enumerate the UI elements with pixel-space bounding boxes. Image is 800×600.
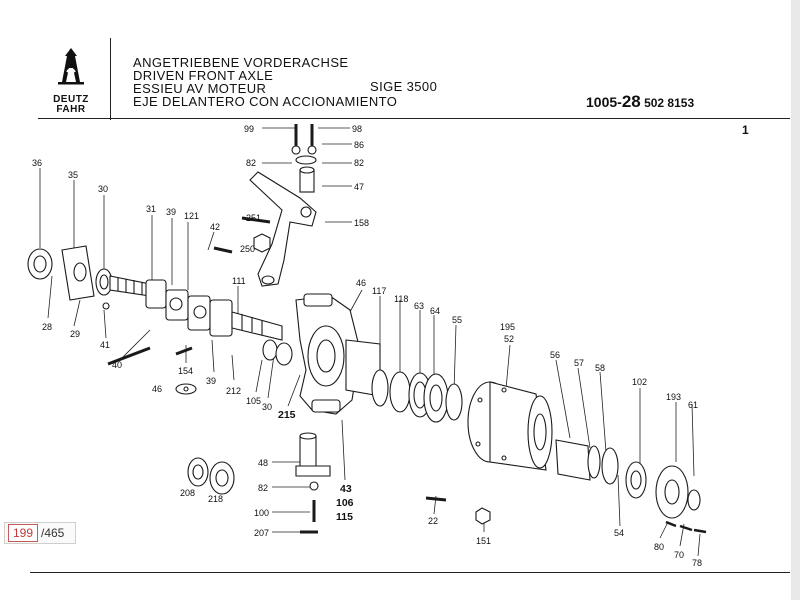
- callout-80: 80: [654, 542, 664, 552]
- callout-207: 207: [254, 528, 269, 538]
- callout-151: 151: [476, 536, 491, 546]
- callout-31: 31: [146, 204, 156, 214]
- callout-40: 40: [112, 360, 122, 370]
- callout-212: 212: [226, 386, 241, 396]
- callout-28: 28: [42, 322, 52, 332]
- callout-30: 30: [262, 402, 272, 412]
- callout-117: 117: [372, 286, 386, 296]
- callout-98: 98: [352, 124, 362, 134]
- title-spanish: EJE DELANTERO CON ACCIONAMIENTO: [133, 94, 398, 109]
- callout-57: 57: [574, 358, 584, 368]
- callout-55: 55: [452, 315, 462, 325]
- callout-48: 48: [258, 458, 268, 468]
- callout-61: 61: [688, 400, 698, 410]
- callout-99: 99: [244, 124, 254, 134]
- callout-115: 115: [336, 511, 353, 523]
- sheet-number: 1: [742, 123, 749, 137]
- callout-39: 39: [206, 376, 216, 386]
- title-german: ANGETRIEBENE VORDERACHSE: [133, 55, 349, 70]
- callout-42: 42: [210, 222, 220, 232]
- callout-100: 100: [254, 508, 269, 518]
- callout-106: 106: [336, 497, 354, 509]
- header-divider-vertical: [110, 38, 111, 120]
- callout-195: 195: [500, 322, 515, 332]
- callout-52: 52: [504, 334, 514, 344]
- callout-41: 41: [100, 340, 110, 350]
- callout-22: 22: [428, 516, 438, 526]
- part-number-group: 28: [621, 92, 641, 111]
- callout-111: 111: [232, 276, 246, 286]
- callout-46: 46: [152, 384, 162, 394]
- callout-105: 105: [246, 396, 261, 406]
- callout-193: 193: [666, 392, 681, 402]
- diagram-parts: [27, 124, 707, 534]
- model-name: SIGE 3500: [370, 79, 438, 94]
- callout-208: 208: [180, 488, 195, 498]
- deutz-horse-icon: [58, 48, 84, 85]
- callout-56: 56: [550, 350, 560, 360]
- callout-215: 215: [278, 409, 296, 421]
- title-french: ESSIEU AV MOTEUR: [133, 81, 267, 96]
- callout-58: 58: [595, 363, 605, 373]
- viewer-edge: [791, 0, 800, 600]
- callout-36: 36: [32, 158, 42, 168]
- part-number-prefix: 1005-: [586, 94, 622, 110]
- callout-82: 82: [354, 158, 364, 168]
- diagram-leader-lines: [39, 127, 701, 557]
- callout-250: 250: [240, 244, 255, 254]
- callout-154: 154: [178, 366, 193, 376]
- callout-102: 102: [632, 377, 647, 387]
- callout-46: 46: [356, 278, 366, 288]
- diagram-callouts: 36 35 30 31 39 121 42 251 250 99 98 86 8…: [32, 124, 702, 568]
- callout-70: 70: [674, 550, 684, 560]
- header-divider: [38, 118, 790, 119]
- callout-54: 54: [614, 528, 624, 538]
- page-number-input[interactable]: [8, 524, 38, 542]
- callout-30: 30: [98, 184, 108, 194]
- page-navigator: /465: [4, 522, 76, 544]
- callout-82: 82: [246, 158, 256, 168]
- footer-divider: [30, 572, 790, 573]
- title-english: DRIVEN FRONT AXLE: [133, 68, 274, 83]
- brand-name-line1: DEUTZ: [53, 94, 89, 105]
- part-number: 1005-28 502 8153: [586, 92, 694, 112]
- callout-86: 86: [354, 140, 364, 150]
- brand-name-line2: FAHR: [56, 104, 86, 115]
- brand-logo: DEUTZ FAHR: [36, 44, 106, 115]
- callout-158: 158: [354, 218, 369, 228]
- callout-78: 78: [692, 558, 702, 568]
- callout-82: 82: [258, 483, 268, 493]
- callout-251: 251: [246, 213, 261, 223]
- callout-218: 218: [208, 494, 223, 504]
- callout-47: 47: [354, 182, 364, 192]
- page-total: /465: [41, 526, 65, 540]
- callout-63: 63: [414, 301, 424, 311]
- callout-43: 43: [340, 483, 352, 495]
- part-number-suffix: 502 8153: [640, 96, 695, 110]
- callout-35: 35: [68, 170, 78, 180]
- callout-121: 121: [184, 211, 199, 221]
- callout-64: 64: [430, 306, 440, 316]
- callout-29: 29: [70, 329, 80, 339]
- callout-39: 39: [166, 207, 176, 217]
- callout-118: 118: [394, 294, 408, 304]
